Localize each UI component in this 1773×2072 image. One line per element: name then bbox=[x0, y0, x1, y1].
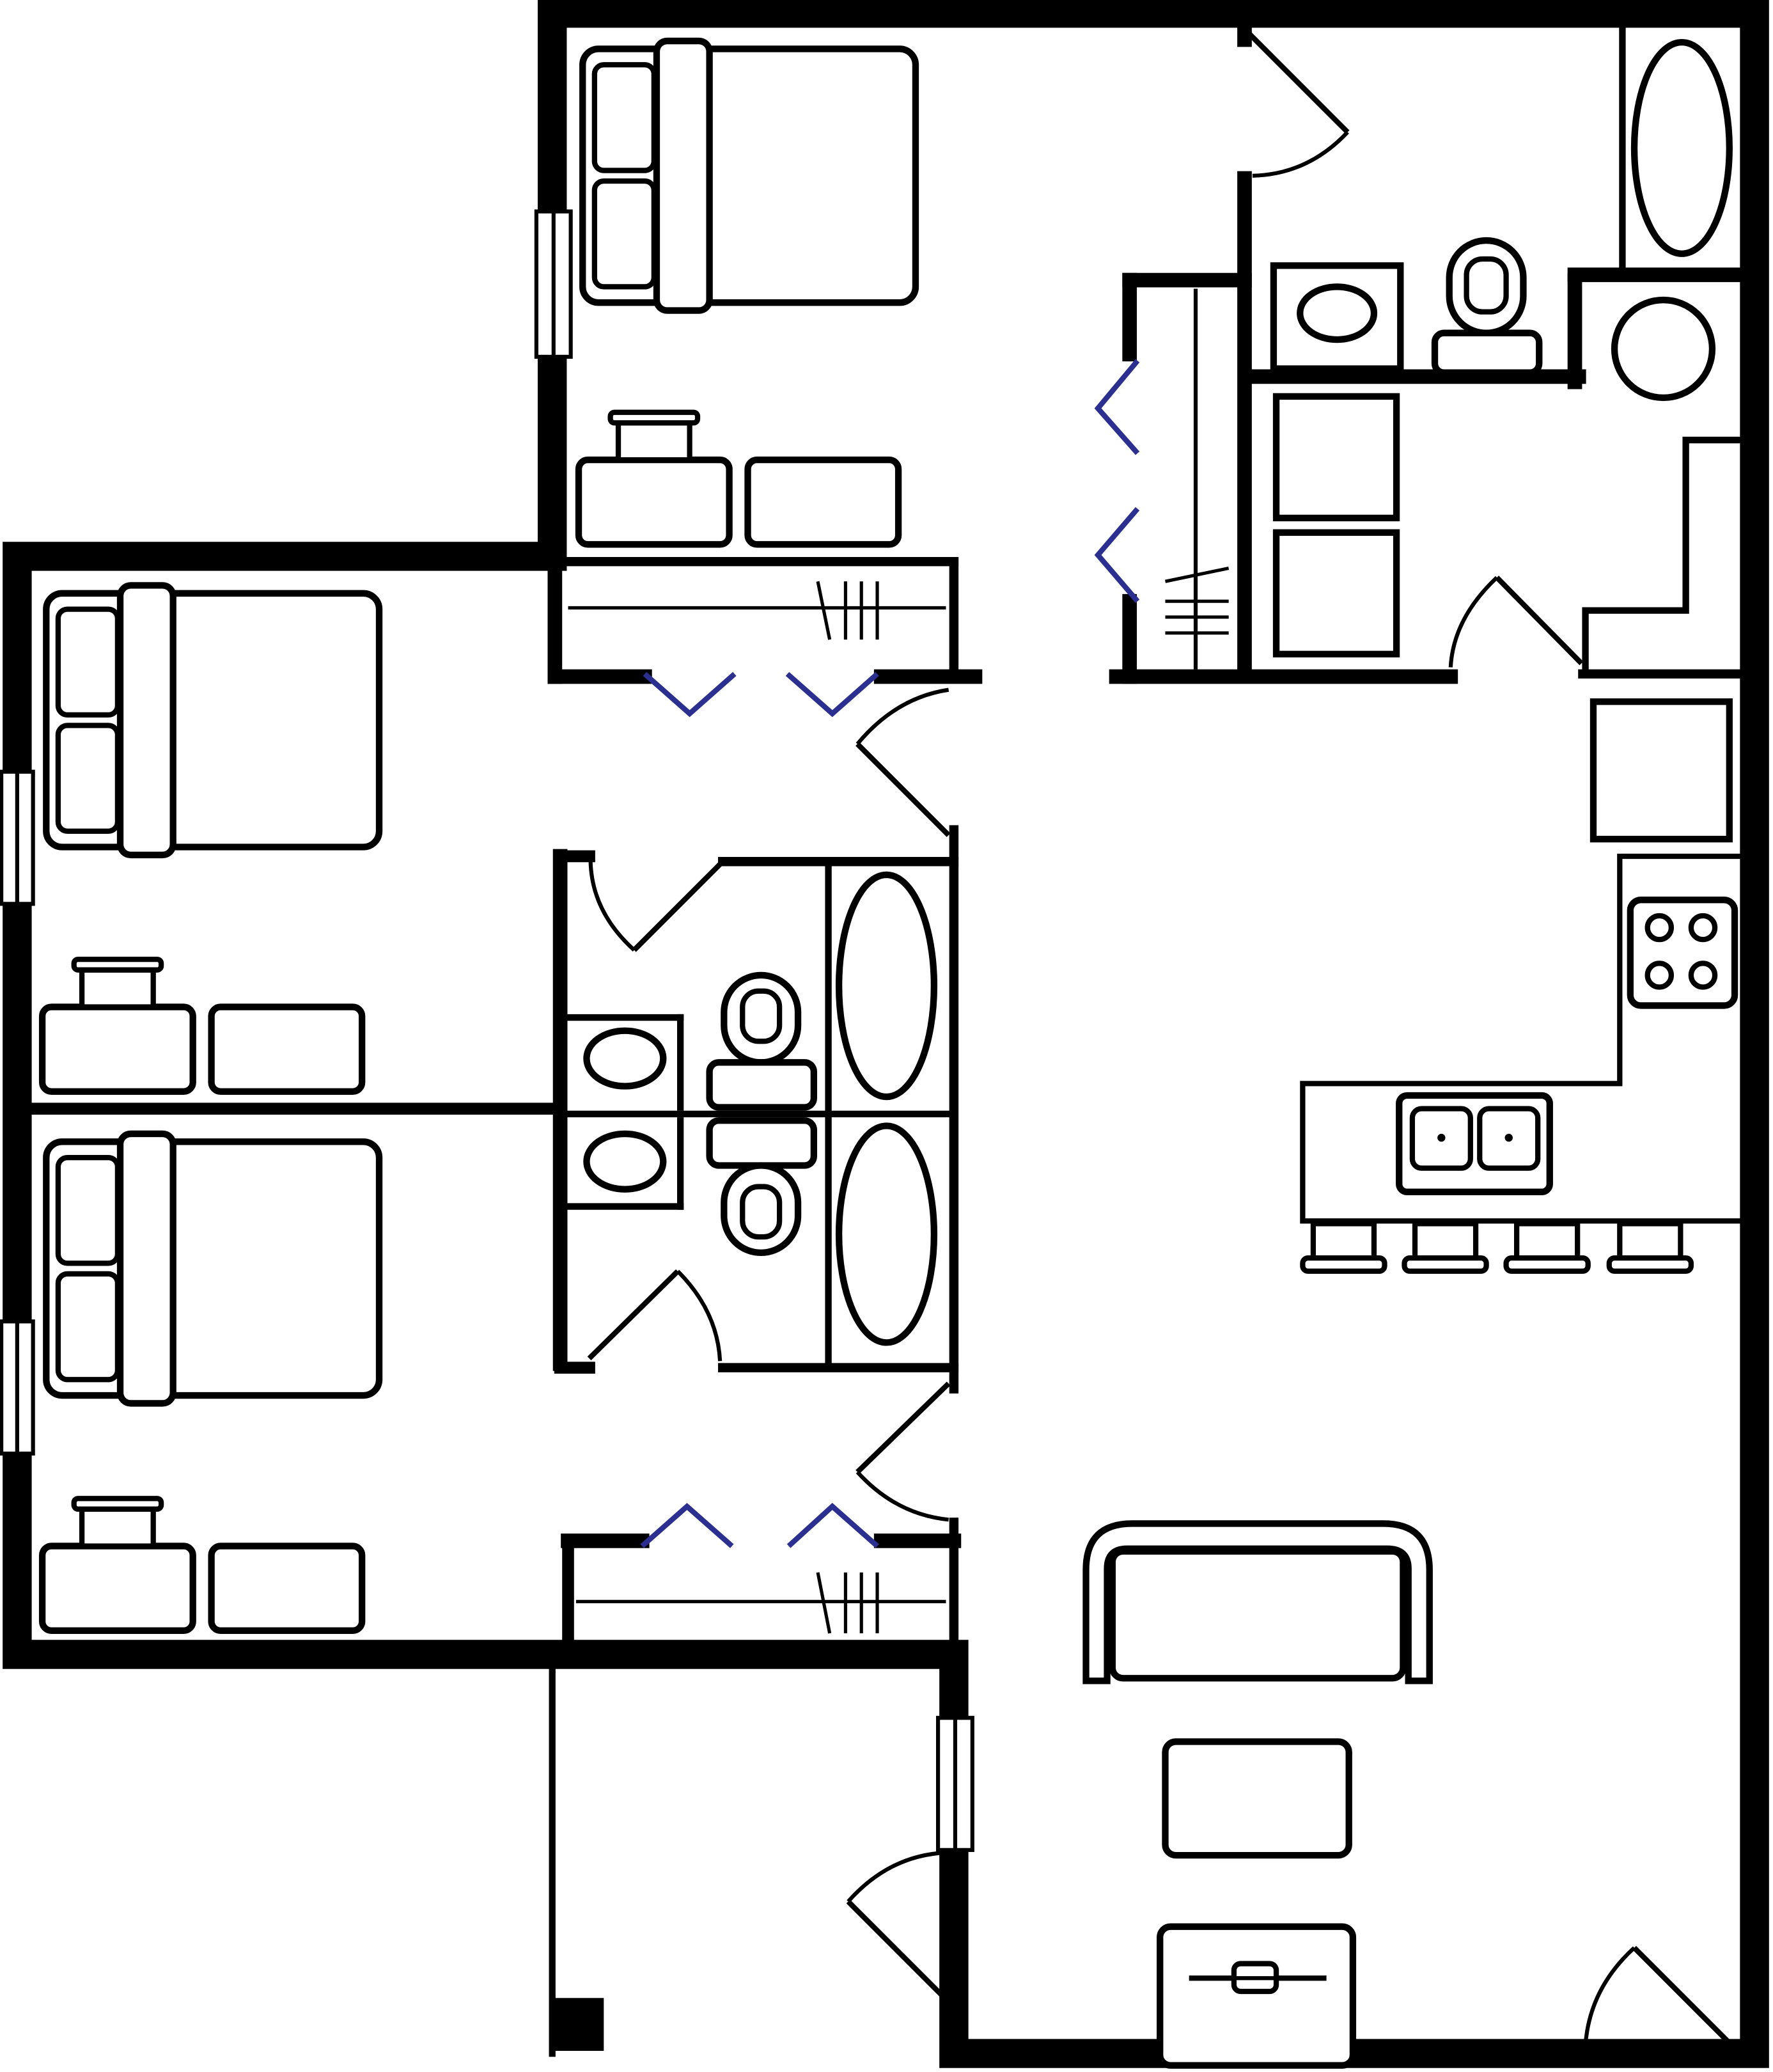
bathtub-icon bbox=[835, 1122, 938, 1346]
door-swing-icon bbox=[855, 1381, 951, 1522]
patio-post bbox=[551, 1998, 604, 2051]
sink-icon bbox=[583, 1027, 667, 1090]
door-swing-icon bbox=[587, 1269, 722, 1362]
sink-icon bbox=[583, 1130, 667, 1193]
bed-icon bbox=[582, 41, 916, 311]
bed-icon bbox=[46, 585, 379, 855]
door-swing-icon bbox=[846, 1850, 948, 2002]
bedroom-middle bbox=[42, 585, 379, 1091]
exterior-walls bbox=[3, 0, 1769, 2068]
bedroom-top bbox=[579, 41, 916, 544]
toilet-icon bbox=[1431, 237, 1543, 376]
water-heater-icon bbox=[1611, 296, 1716, 402]
bifold-closet-door-icon bbox=[643, 671, 737, 718]
bifold-closet-door-icon bbox=[1094, 359, 1140, 455]
bedroom-bottom bbox=[42, 1134, 379, 1631]
coffee-table-icon bbox=[1162, 1738, 1352, 1859]
toilet-icon bbox=[706, 1117, 818, 1257]
door-swing-icon bbox=[1583, 1945, 1737, 2050]
bathtub-icon bbox=[1630, 38, 1733, 257]
bifold-closet-door-icon bbox=[785, 671, 879, 718]
bar-stool-icon bbox=[1302, 1223, 1384, 1271]
bifold-closet-door-icon bbox=[786, 1503, 879, 1548]
kitchen-sink-icon bbox=[1396, 1092, 1553, 1195]
sofa-icon bbox=[1082, 1520, 1433, 1684]
living-room bbox=[1082, 1520, 1433, 2069]
closet-rods bbox=[568, 566, 1230, 1634]
bifold-closet-door-icon bbox=[640, 1503, 734, 1548]
bar-stool-icon bbox=[1609, 1223, 1691, 1271]
laundry bbox=[1272, 393, 1400, 657]
bar-stool-icon bbox=[1404, 1223, 1486, 1271]
bifold-closet-door-icon bbox=[1094, 506, 1140, 603]
bed-icon bbox=[46, 1134, 379, 1404]
bar-stool-icon bbox=[1506, 1223, 1588, 1271]
door-swing-icon bbox=[855, 687, 951, 837]
door-swing-icon bbox=[1247, 32, 1350, 178]
windows bbox=[0, 209, 974, 1852]
sink-icon bbox=[1297, 283, 1378, 343]
window-icon bbox=[935, 1716, 974, 1852]
interior-walls bbox=[23, 22, 1749, 2057]
door-swing-icon bbox=[588, 859, 725, 952]
fridge-icon bbox=[1589, 698, 1733, 843]
window-icon bbox=[0, 769, 35, 906]
door-swing-icon bbox=[1448, 576, 1584, 668]
closet-doors bbox=[640, 359, 1140, 1548]
bathroom-master bbox=[1270, 38, 1733, 402]
cooktop-icon bbox=[1627, 897, 1738, 1009]
bathroom-shared bbox=[583, 871, 938, 1346]
washer-icon bbox=[1272, 393, 1400, 522]
toilet-icon bbox=[706, 971, 818, 1111]
tv-stand-icon bbox=[1157, 1923, 1357, 2069]
kitchen bbox=[1300, 698, 1742, 1271]
window-icon bbox=[534, 209, 573, 359]
dryer-icon bbox=[1272, 529, 1400, 657]
window-icon bbox=[0, 1319, 35, 1456]
bathtub-icon bbox=[835, 871, 938, 1101]
patio bbox=[551, 1998, 604, 2051]
doors bbox=[587, 32, 1737, 2050]
